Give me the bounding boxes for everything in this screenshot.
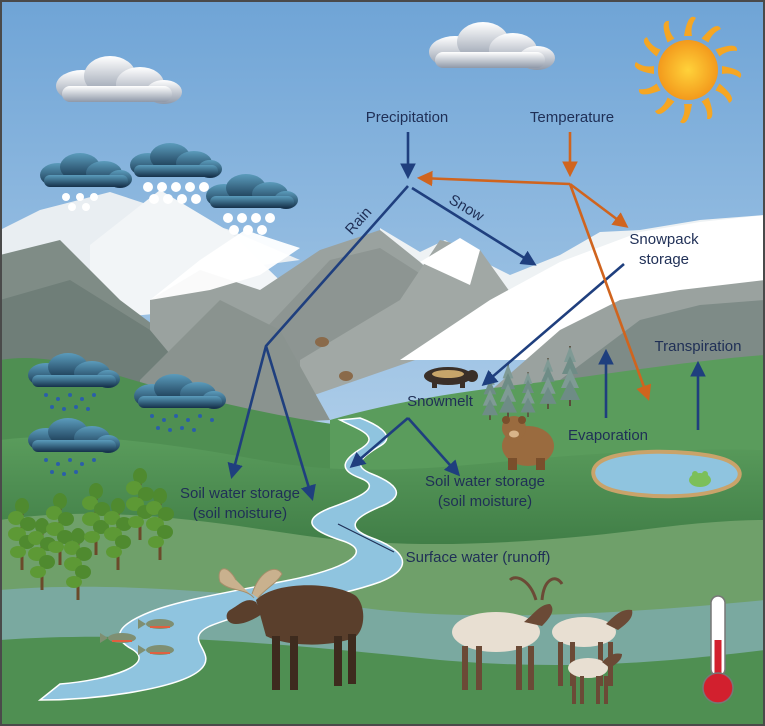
wolverine-icon xyxy=(424,367,478,388)
soil-right-label-line1: Soil water storage xyxy=(425,473,545,490)
evaporation-label: Evaporation xyxy=(568,427,648,444)
fish-icon xyxy=(138,619,174,629)
elk-icon xyxy=(452,576,564,690)
elk-icon xyxy=(568,653,622,704)
fish-icon xyxy=(100,633,136,643)
temperature-to-pond-arrow xyxy=(568,183,652,401)
snow-cloud-icon xyxy=(206,174,298,235)
snowpack-to-snowmelt-arrow xyxy=(481,263,625,387)
rain-branch-arrow xyxy=(264,345,316,501)
snowpack-label-line2: storage xyxy=(639,251,689,268)
bear-icon xyxy=(502,416,554,470)
snowmelt-right-arrow xyxy=(407,417,461,477)
surface-water-leader xyxy=(337,523,395,553)
temperature-to-precip-arrow xyxy=(416,170,571,187)
temperature-arrows xyxy=(416,132,652,401)
soil-left-label-line1: Soil water storage xyxy=(180,485,300,502)
rain-cloud-icon xyxy=(28,353,120,411)
snowpack-label-line1: Snowpack xyxy=(629,231,699,248)
frog-icon xyxy=(689,471,711,487)
snow-cloud-icon xyxy=(130,143,222,204)
river xyxy=(37,417,404,701)
moose-icon xyxy=(218,568,364,690)
snow-arrow xyxy=(411,186,537,266)
marmot-icon xyxy=(315,337,329,347)
temperature-label: Temperature xyxy=(530,109,614,126)
soil-left-label-line2: (soil moisture) xyxy=(193,505,287,522)
precipitation-label: Precipitation xyxy=(366,109,449,126)
rain-cloud-icon xyxy=(28,418,120,476)
pond xyxy=(591,449,742,499)
transpiration-label: Transpiration xyxy=(655,338,742,355)
soil-right-label-line2: (soil moisture) xyxy=(438,493,532,510)
snowmelt-left-arrow xyxy=(349,417,409,469)
temperature-to-snowpack-arrow xyxy=(569,182,629,228)
rain-cloud-icon xyxy=(134,374,226,432)
snow-cloud-icon xyxy=(40,153,132,211)
fish-icon xyxy=(138,645,174,655)
marmot-icon xyxy=(339,371,353,381)
surface-water-label: Surface water (runoff) xyxy=(406,549,551,566)
precipitation-arrows xyxy=(227,132,706,501)
sun-icon xyxy=(634,16,742,124)
thermometer-icon xyxy=(702,595,734,704)
snowmelt-label: Snowmelt xyxy=(407,393,474,410)
